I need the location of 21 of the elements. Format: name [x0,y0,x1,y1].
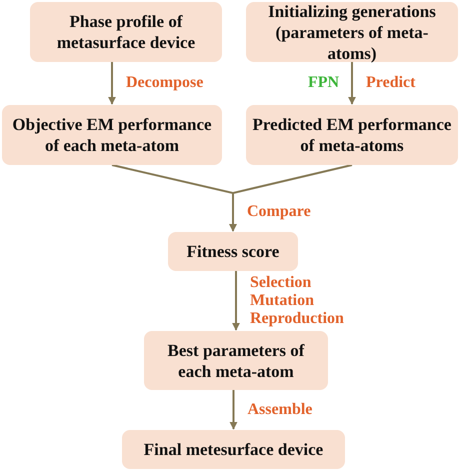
box-text: Predicted EM performance of meta-atoms [252,114,452,156]
box-text: Phase profile of metasurface device [56,11,196,53]
arrow [230,390,238,430]
edge-label: Decompose [126,74,204,92]
process-box [30,2,222,62]
arrow [348,62,356,105]
box-text: Final metesurface device [144,439,324,460]
box-text: Best parameters of each meta-atom [166,340,306,382]
process-box [144,331,328,390]
process-box [122,430,345,469]
box-text: Fitness score [186,241,280,262]
process-box [168,232,298,271]
process-box [2,105,222,165]
box-text: Initializing generations (parameters of meta-atoms) [267,0,437,64]
box-text: Objective EM performance of each meta-atom [11,114,213,156]
arrow [108,62,116,105]
arrow [229,164,352,232]
process-box [246,2,458,62]
process-box [246,105,458,165]
edge-label: Compare [247,203,311,221]
arrow [232,271,240,331]
